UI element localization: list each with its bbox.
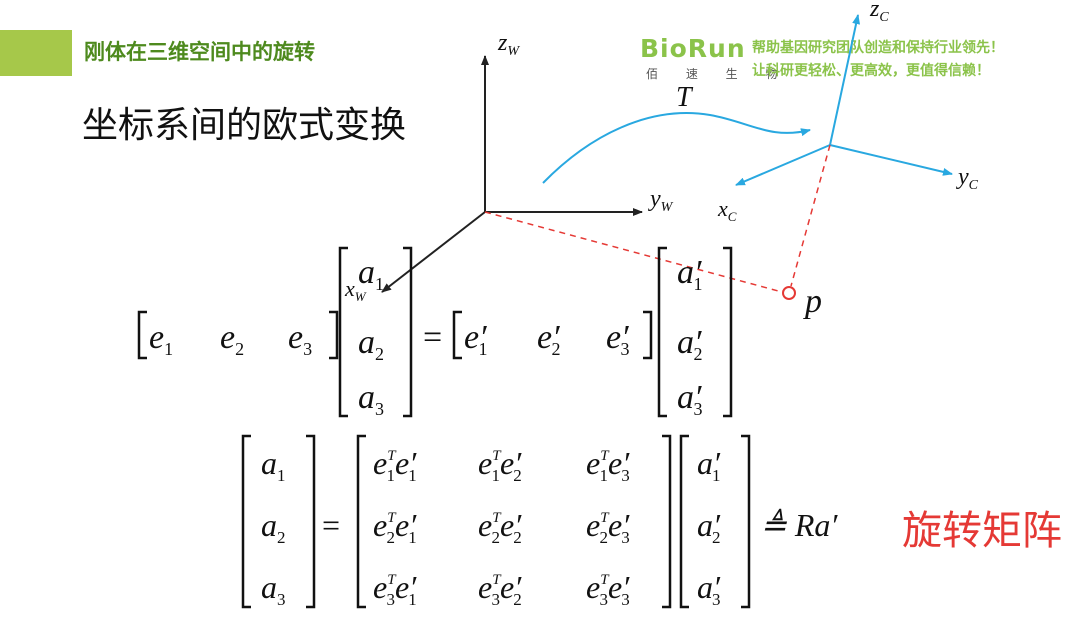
equals-sign: =: [322, 507, 340, 543]
eq1-term: e′2: [537, 319, 561, 359]
eq2-term: a′3: [697, 569, 721, 609]
eq2-term: a′1: [697, 445, 721, 485]
eq1-bracket: [329, 310, 339, 360]
eq1-term: a2: [358, 324, 384, 364]
transform-label: T: [676, 82, 694, 113]
eq1-bracket: [452, 310, 462, 360]
eq1-bracket: [643, 310, 653, 360]
eq1-term: e′1: [464, 319, 488, 359]
eq2-bracket: [662, 434, 672, 609]
eq1-term: e′3: [606, 319, 630, 359]
world-y-label: yW: [648, 186, 674, 215]
camera-z-label: zC: [869, 0, 889, 25]
eq2-bracket: [356, 434, 366, 609]
eq1-bracket: [403, 246, 413, 418]
equation-1: e1 e2 e3 a1 a2 a3 = e′1 e′2 e′3 a′1 a′2 …: [149, 254, 702, 419]
eq2-bracket: [306, 434, 316, 609]
eq1-term: a3: [358, 379, 384, 419]
camera-z-axis: [829, 14, 861, 146]
world-to-point-ray: [484, 211, 783, 293]
camera-x-axis: [735, 144, 831, 186]
brand-chinese-name: 佰 速 生 物: [646, 67, 790, 81]
eq1-term: a′2: [677, 324, 702, 364]
eq2-bracket: [241, 434, 251, 609]
eq2-bracket: [679, 434, 689, 609]
rotation-matrix-label: 旋转矩阵: [902, 508, 1062, 554]
eq2-term: a′2: [697, 507, 721, 547]
brand-logo: BioRun: [640, 34, 746, 63]
eq1-bracket: [338, 246, 348, 418]
camera-to-point-ray: [790, 144, 831, 287]
world-x-axis: [381, 211, 486, 293]
world-z-label: zW: [497, 30, 520, 59]
slogan-line-2: 让科研更轻松、更高效，更值得信赖！: [752, 63, 990, 79]
world-frame: zW yW xW: [344, 30, 674, 304]
equals-sign: =: [423, 319, 442, 356]
camera-x-label: xC: [717, 196, 737, 224]
defeq-ra: ≜ Ra′: [760, 507, 838, 543]
point-marker: [782, 286, 796, 300]
eq1-bracket: [137, 310, 147, 360]
world-x-label: xW: [344, 276, 367, 304]
eq2-term: a1: [261, 445, 286, 485]
slogan-line-1: 帮助基因研究团队创造和保持行业领先！: [752, 40, 1004, 56]
eq1-bracket: [657, 246, 667, 418]
eq2-term: a3: [261, 569, 286, 609]
eq1-term: a1: [358, 254, 384, 294]
eq1-bracket: [723, 246, 733, 418]
slide-subtitle: 坐标系间的欧式变换: [82, 105, 407, 146]
eq2-term: a2: [261, 507, 286, 547]
transform-curve: [542, 112, 811, 184]
eq1-term: e2: [220, 319, 244, 359]
camera-frame: zC yC xC: [717, 0, 979, 224]
slide-title: 刚体在三维空间中的旋转: [84, 40, 315, 64]
eq1-term: a′1: [677, 254, 702, 294]
eq1-term: e3: [288, 319, 312, 359]
header-accent-bar: [0, 30, 72, 76]
camera-y-label: yC: [956, 164, 979, 193]
camera-y-axis: [829, 144, 953, 176]
eq2-bracket: [741, 434, 751, 609]
eq1-term: a′3: [677, 379, 702, 419]
point-label: p: [803, 283, 822, 320]
eq1-term: e1: [149, 319, 173, 359]
